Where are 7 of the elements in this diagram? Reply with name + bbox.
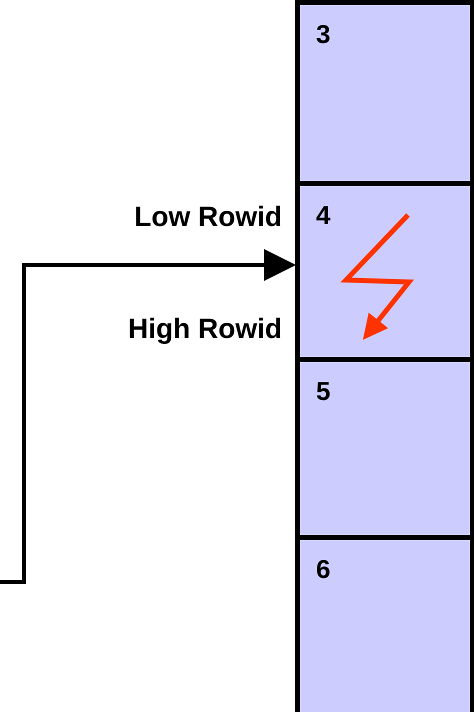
rowid-label: High Rowid [128, 312, 282, 346]
block-number: 4 [316, 200, 330, 230]
rowid-label: Low Rowid [134, 200, 282, 234]
block-number: 5 [316, 376, 330, 406]
arrow [0, 249, 296, 584]
block-number: 3 [316, 19, 330, 49]
block-number: 6 [316, 554, 330, 584]
